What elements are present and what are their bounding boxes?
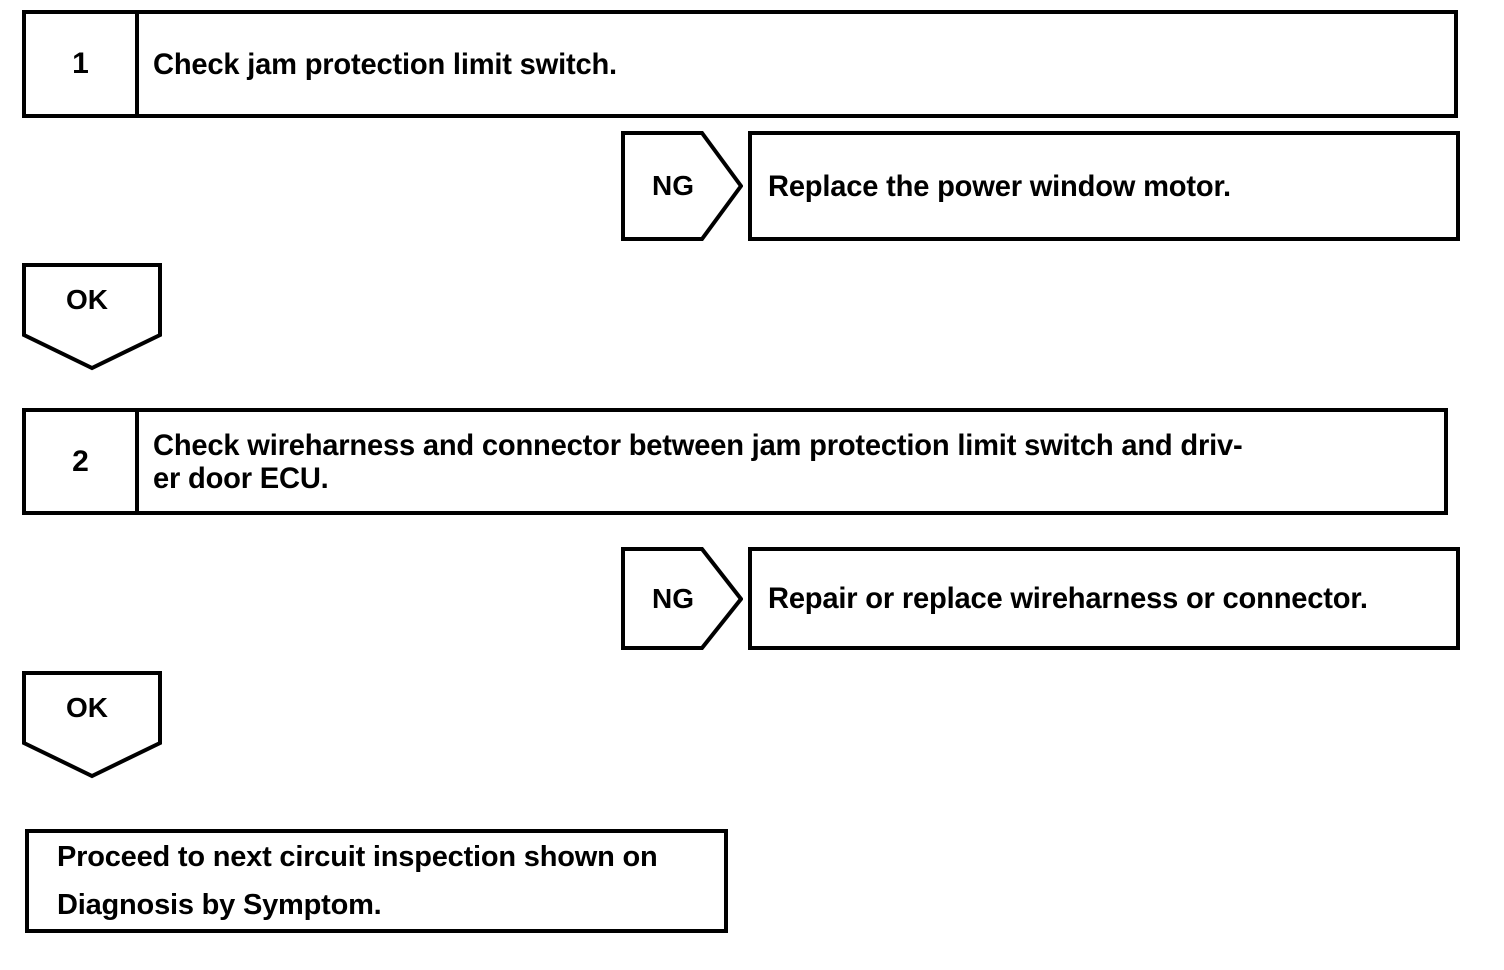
step-number-2: 2: [26, 412, 139, 511]
ng-result-box-1: Replace the power window motor.: [748, 131, 1460, 241]
ng-arrow-1: [621, 131, 743, 241]
step-instruction-2: Check wireharness and connector between …: [153, 428, 1243, 495]
step-text-cell-2: Check wireharness and connector between …: [139, 412, 1444, 511]
ng-label-1: NG: [652, 170, 694, 201]
final-result-text: Proceed to next circuit inspection shown…: [57, 841, 658, 921]
ok-arrow-2: [22, 671, 162, 779]
ng-label-2: NG: [652, 583, 694, 614]
step-box-1: 1 Check jam protection limit switch.: [22, 10, 1458, 118]
ok-arrow-1: [22, 263, 162, 371]
ng-result-text-1: Replace the power window motor.: [768, 169, 1231, 203]
step-instruction-1: Check jam protection limit switch.: [153, 47, 617, 81]
ng-result-text-2: Repair or replace wireharness or connect…: [768, 582, 1368, 615]
final-result-box: Proceed to next circuit inspection shown…: [25, 829, 728, 933]
ok-label-1: OK: [66, 284, 108, 315]
ng-result-box-2: Repair or replace wireharness or connect…: [748, 547, 1460, 650]
ok-label-2: OK: [66, 692, 108, 723]
step-number-1: 1: [26, 14, 139, 114]
step-text-cell-1: Check jam protection limit switch.: [139, 14, 1454, 114]
step-box-2: 2 Check wireharness and connector betwee…: [22, 408, 1448, 515]
ng-arrow-2: [621, 547, 743, 650]
